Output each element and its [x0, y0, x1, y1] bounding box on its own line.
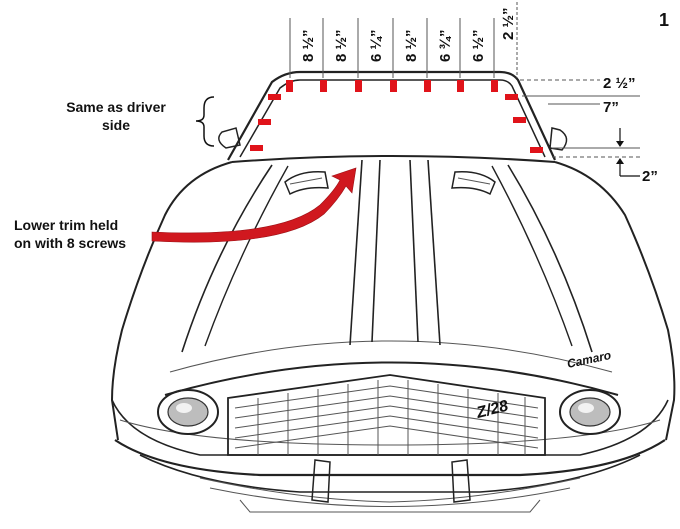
- red-arrow: [151, 167, 357, 243]
- clip-marks: [250, 80, 543, 153]
- right-measure-2: 7”: [603, 99, 619, 116]
- right-measure-3: 2”: [642, 168, 658, 185]
- right-headlight: [559, 389, 621, 435]
- right-measure-1: 2 ½”: [603, 75, 636, 92]
- car-sketch: [110, 70, 676, 513]
- top-measure-1: 8 ½”: [300, 29, 317, 62]
- figure-number: 1: [659, 10, 669, 30]
- hood-script-badge: Camaro: [566, 348, 613, 371]
- brace: [195, 96, 215, 147]
- clip-mark: [513, 117, 526, 123]
- lower-trim-annotation: Lower trim held on with 8 screws: [14, 167, 357, 251]
- clip-mark: [320, 80, 327, 92]
- clip-mark: [268, 94, 281, 100]
- lower-trim-line2: on with 8 screws: [14, 235, 126, 251]
- grille-badge: Z/28: [474, 398, 510, 423]
- clip-mark: [355, 80, 362, 92]
- driver-side-line2: side: [102, 117, 130, 133]
- top-measure-5: 6 ¾”: [437, 29, 454, 62]
- top-measure-6: 6 ½”: [470, 29, 487, 62]
- top-measure-4: 8 ½”: [403, 29, 420, 62]
- grille: [227, 374, 546, 456]
- driver-side-annotation: Same as driver side: [66, 96, 215, 147]
- clip-mark: [491, 80, 498, 92]
- top-measure-2: 8 ½”: [333, 29, 350, 62]
- top-measure-7: 2 ½”: [500, 7, 517, 40]
- clip-mark: [505, 94, 518, 100]
- clip-mark: [530, 147, 543, 153]
- lower-trim-line1: Lower trim held: [14, 217, 118, 233]
- clip-mark: [250, 145, 263, 151]
- clip-mark: [457, 80, 464, 92]
- clip-mark: [258, 119, 271, 125]
- driver-side-line1: Same as driver: [66, 99, 166, 115]
- clip-mark: [286, 80, 293, 92]
- clip-mark: [390, 80, 397, 92]
- clip-mark: [424, 80, 431, 92]
- left-headlight: [157, 389, 219, 435]
- top-measure-3: 6 ¼”: [368, 29, 385, 62]
- right-measurements: 2 ½” 7” 2”: [520, 75, 658, 185]
- top-measurement-columns: 8 ½” 8 ½” 6 ¼” 8 ½” 6 ¾” 6 ½” 2 ½”: [289, 2, 518, 78]
